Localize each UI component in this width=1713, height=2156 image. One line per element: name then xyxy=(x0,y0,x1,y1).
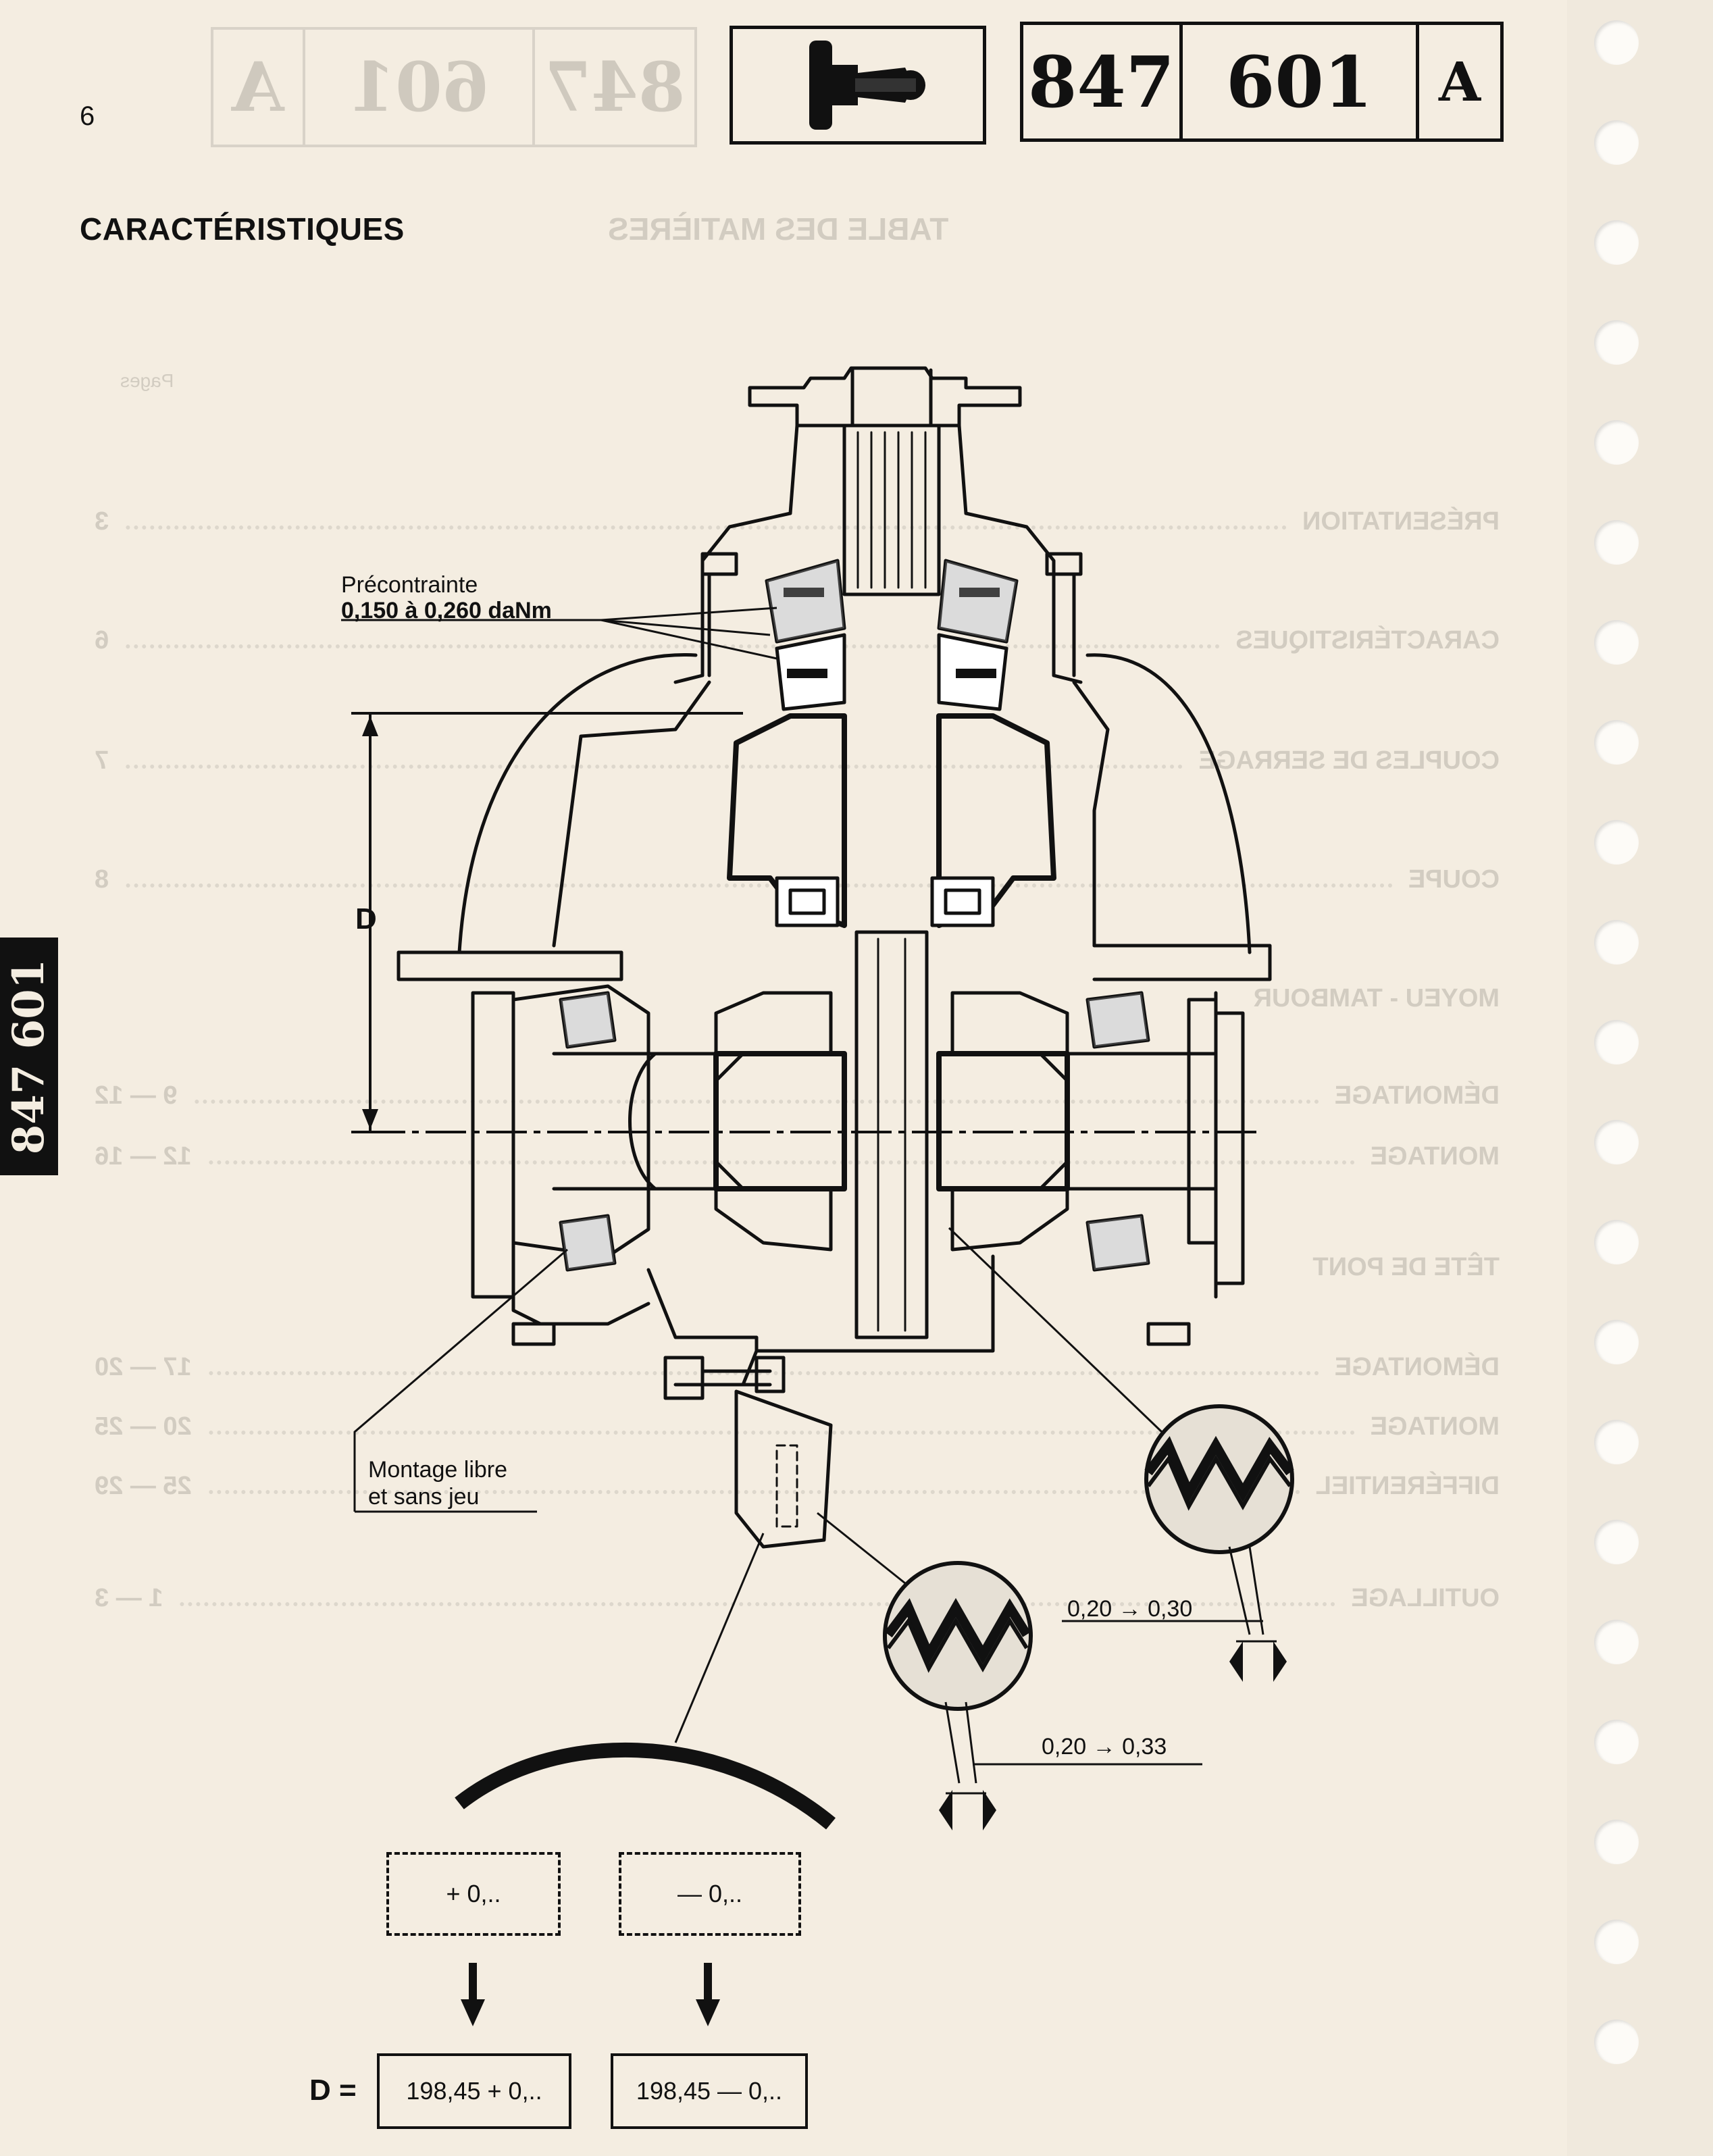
binder-hole xyxy=(1594,20,1639,65)
binder-edge xyxy=(1567,0,1713,2156)
gear-tooth-detail-1 xyxy=(948,1227,1294,1682)
binder-hole xyxy=(1594,2020,1639,2064)
plus-offset-box: + 0,.. xyxy=(386,1852,561,1936)
axle-icon xyxy=(730,26,986,145)
ref-part-2: 601 xyxy=(1183,25,1419,138)
ref-part-3: A xyxy=(1438,50,1481,113)
free-mount-line-1: Montage libre xyxy=(368,1457,508,1483)
binder-hole xyxy=(1594,720,1639,765)
gear-tooth-detail-2 xyxy=(817,1512,1202,1830)
result-plus-box: 198,45 + 0,.. xyxy=(377,2053,571,2129)
binder-hole xyxy=(1594,820,1639,865)
binder-hole xyxy=(1594,1520,1639,1564)
preload-label: Précontrainte xyxy=(341,572,478,598)
binder-hole xyxy=(1594,120,1639,165)
backlash-range-2: 0,20 → 0,33 xyxy=(1042,1734,1167,1760)
binder-hole xyxy=(1594,1320,1639,1364)
binder-hole xyxy=(1594,620,1639,665)
free-mount-line-2: et sans jeu xyxy=(368,1484,480,1510)
ref-part-1: 847 xyxy=(1023,25,1183,138)
binder-hole xyxy=(1594,1420,1639,1464)
minus-offset-box: — 0,.. xyxy=(619,1852,801,1936)
reference-number-box: 847 601 A xyxy=(1020,22,1504,142)
binder-hole xyxy=(1594,1220,1639,1264)
binder-hole xyxy=(1594,1120,1639,1164)
d-equals-label: D = xyxy=(309,2074,357,2107)
binder-hole xyxy=(1594,220,1639,265)
section-title: CARACTÉRISTIQUES xyxy=(80,211,405,247)
dimension-d-label: D xyxy=(355,902,377,935)
binder-hole xyxy=(1594,320,1639,365)
binder-hole xyxy=(1594,1620,1639,1664)
binder-hole xyxy=(1594,1820,1639,1864)
binder-hole xyxy=(1594,1020,1639,1064)
binder-hole xyxy=(1594,520,1639,565)
backlash-range-1: 0,20 → 0,30 xyxy=(1067,1596,1193,1622)
binder-hole xyxy=(1594,1920,1639,1964)
preload-value: 0,150 à 0,260 daNm xyxy=(341,598,552,623)
binder-hole xyxy=(1594,1720,1639,1764)
result-minus-box: 198,45 — 0,.. xyxy=(611,2053,808,2129)
page-number: 6 xyxy=(80,101,95,131)
binder-hole xyxy=(1594,920,1639,965)
binder-hole xyxy=(1594,420,1639,465)
side-tab[interactable]: 847 601 xyxy=(0,938,58,1175)
